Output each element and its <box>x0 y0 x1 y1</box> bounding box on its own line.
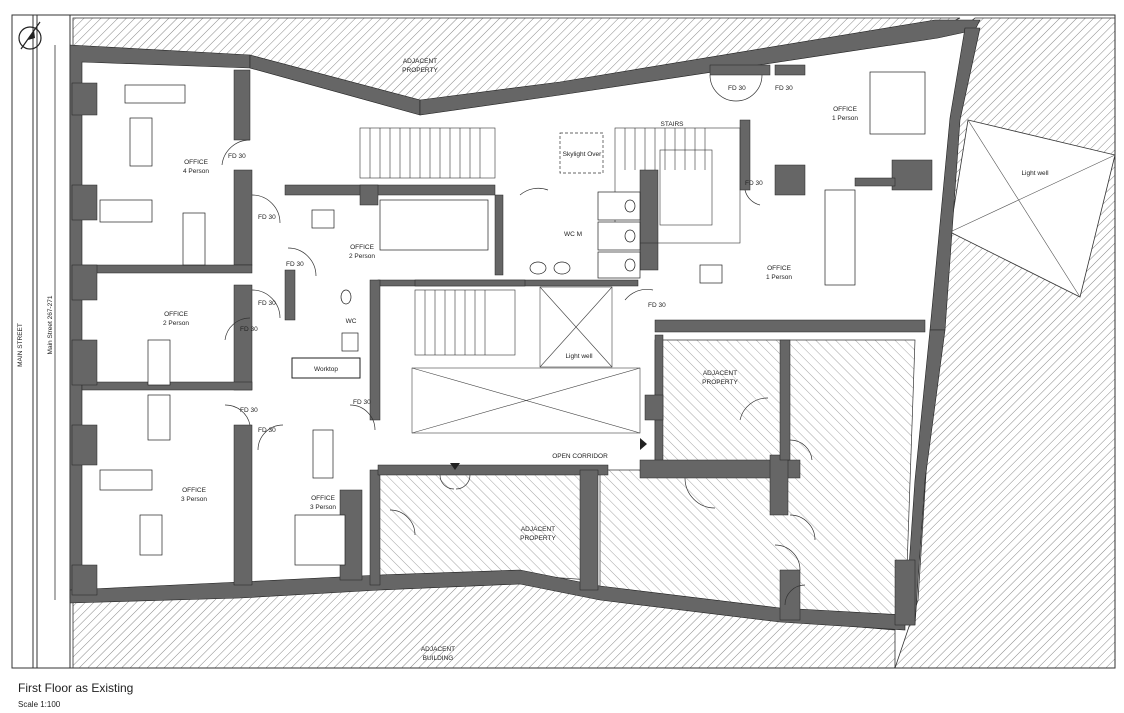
internal-walls <box>71 64 933 626</box>
open-corridor-label: OPEN CORRIDOR <box>552 453 608 460</box>
fire-door-tag: FD 30 <box>228 153 246 160</box>
furniture <box>99 71 926 566</box>
office-3-centre-capacity: 3 Person <box>310 504 336 511</box>
fire-door-tag: FD 30 <box>775 85 793 92</box>
entrance-marker-icon <box>450 463 460 470</box>
fire-door-tag: FD 30 <box>648 302 666 309</box>
adjacent-north-line2: PROPERTY <box>402 67 438 74</box>
office-1-east-capacity: 1 Person <box>766 274 792 281</box>
fire-door-tag: FD 30 <box>258 427 276 434</box>
external-walls <box>69 19 981 631</box>
worktop <box>291 357 361 379</box>
adjacent-south-line1: ADJACENT <box>421 646 455 653</box>
fire-door-tag: FD 30 <box>286 261 304 268</box>
fire-door-tag: FD 30 <box>353 399 371 406</box>
light-well-east-label: Light well <box>1021 170 1049 177</box>
stairs-east <box>614 127 741 244</box>
adjacent-east-line2: PROPERTY <box>702 379 738 386</box>
adjacent-centre-line1: ADJACENT <box>521 526 555 533</box>
wc-m-label: WC M <box>564 231 582 238</box>
office-2-west-name: OFFICE <box>164 311 188 318</box>
office-2-centre-capacity: 2 Person <box>349 253 375 260</box>
stairs-label: STAIRS <box>661 121 685 128</box>
office-3-west-capacity: 3 Person <box>181 496 207 503</box>
fire-door-tag: FD 30 <box>258 214 276 221</box>
wc-label: WC <box>346 318 357 325</box>
skylight-outline <box>559 132 604 174</box>
north-arrow-icon <box>18 21 42 50</box>
adjacent-north-line1: ADJACENT <box>403 58 437 65</box>
office-3-centre-name: OFFICE <box>311 495 335 502</box>
fire-door-tag: FD 30 <box>240 407 258 414</box>
skylight-label: Skylight Over <box>563 151 602 158</box>
light-well-centre-label: Light well <box>565 353 593 360</box>
fire-door-tag: FD 30 <box>258 300 276 307</box>
entrance-marker-icon <box>640 438 647 450</box>
wc-fixtures <box>340 191 641 352</box>
office-2-west-capacity: 2 Person <box>163 320 189 327</box>
stairs-north <box>359 127 496 179</box>
open-corridor-void <box>411 367 641 434</box>
adjacent-south-line2: BUILDING <box>423 655 454 662</box>
drawing-title: First Floor as Existing <box>18 681 134 695</box>
fire-door-tag: FD 30 <box>728 85 746 92</box>
office-4-name: OFFICE <box>184 159 208 166</box>
office-2-centre-name: OFFICE <box>350 244 374 251</box>
drawing-scale: Scale 1:100 <box>18 700 61 709</box>
office-1-ne-name: OFFICE <box>833 106 857 113</box>
door-swings <box>221 74 816 606</box>
street-address: Main Street 267-271 <box>47 295 54 354</box>
adjacent-centre-line2: PROPERTY <box>520 535 556 542</box>
worktop-label: Worktop <box>314 366 338 373</box>
stairs-central <box>414 289 516 356</box>
fire-door-tag: FD 30 <box>240 326 258 333</box>
street-name: MAIN STREET <box>17 323 24 367</box>
light-well-centre <box>539 286 613 368</box>
office-1-east-name: OFFICE <box>767 265 791 272</box>
office-4-capacity: 4 Person <box>183 168 209 175</box>
fire-door-tag: FD 30 <box>745 180 763 187</box>
office-1-ne-capacity: 1 Person <box>832 115 858 122</box>
adjacent-east-line1: ADJACENT <box>703 370 737 377</box>
office-3-west-name: OFFICE <box>182 487 206 494</box>
adjacent-property-centre-hatch <box>377 469 591 583</box>
